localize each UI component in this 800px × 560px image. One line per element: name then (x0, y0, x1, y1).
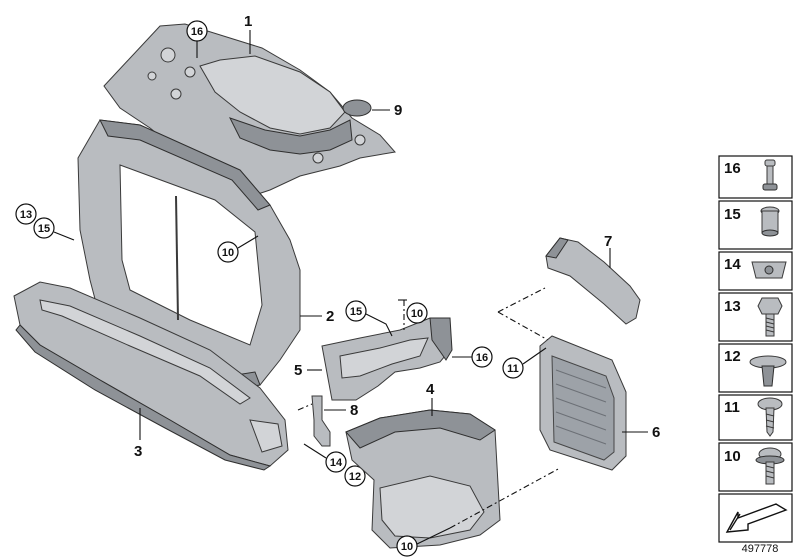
figure-number: 497778 (742, 543, 779, 555)
svg-text:15: 15 (724, 206, 741, 223)
legend-item-11: 11 (718, 394, 793, 441)
circled-callout-16-mid: 16 (452, 346, 493, 368)
rivet-icon (762, 159, 778, 191)
callout-3: 3 (134, 443, 142, 460)
hex-bolt-icon (757, 297, 783, 337)
svg-text:13: 13 (724, 298, 741, 315)
svg-text:10: 10 (411, 308, 423, 320)
part-1-cover-panel: 1 16 (103, 13, 396, 197)
callout-4: 4 (426, 381, 435, 398)
circled-callout-15-left: 15 (33, 217, 75, 241)
svg-text:16: 16 (191, 26, 203, 38)
fastener-legend: 16 15 14 (718, 155, 793, 543)
svg-text:14: 14 (724, 256, 741, 273)
circled-callout-15-mid: 15 (345, 300, 393, 337)
svg-text:12: 12 (724, 348, 741, 365)
part-7-bracket: 7 (497, 233, 641, 341)
circled-callout-13: 13 (15, 203, 37, 225)
direction-arrow-icon (725, 503, 788, 533)
callout-6: 6 (652, 424, 660, 441)
svg-text:12: 12 (349, 471, 361, 483)
legend-item-12: 12 (718, 343, 793, 393)
callout-1: 1 (244, 13, 252, 30)
part-9-plug: 9 (342, 99, 402, 119)
circled-callout-10-mid: 10 (398, 299, 428, 330)
svg-text:10: 10 (401, 541, 413, 553)
callout-9: 9 (394, 102, 402, 119)
part-3-lower-air-duct: 3 (13, 281, 289, 471)
expanding-rivet-icon (749, 355, 787, 387)
legend-item-16: 16 (718, 155, 793, 199)
part-8-bracket: 8 (297, 395, 358, 447)
circled-callout-14: 14 (303, 443, 347, 473)
svg-text:16: 16 (724, 160, 741, 177)
part-4-lower-right-duct: 4 (345, 381, 501, 549)
legend-item-14: 14 (718, 251, 793, 291)
torx-screw-icon (757, 397, 783, 437)
circled-callout-11: 11 (502, 347, 547, 379)
circled-callout-16-top: 16 (186, 20, 208, 58)
circled-callout-12: 12 (344, 465, 366, 487)
svg-text:15: 15 (350, 306, 362, 318)
svg-text:10: 10 (724, 448, 741, 465)
orientation-arrow-box (718, 493, 793, 543)
svg-text:11: 11 (507, 363, 519, 375)
part-5-side-air-duct: 5 15 10 16 (294, 299, 493, 401)
svg-text:16: 16 (476, 352, 488, 364)
svg-text:11: 11 (724, 399, 740, 416)
callout-2: 2 (326, 308, 334, 325)
spring-nut-icon (751, 261, 787, 279)
legend-item-15: 15 (718, 200, 793, 250)
legend-item-13: 13 (718, 292, 793, 342)
part-6-cooler-unit: 6 11 (502, 335, 660, 471)
circled-callout-10-bottom: 10 (396, 467, 561, 557)
callout-5: 5 (294, 362, 302, 379)
legend-item-10: 10 (718, 442, 793, 492)
blind-rivet-nut-icon (760, 206, 780, 237)
svg-text:14: 14 (330, 457, 343, 469)
svg-text:15: 15 (38, 223, 50, 235)
svg-text:13: 13 (20, 209, 32, 221)
svg-text:10: 10 (222, 247, 234, 259)
callout-8: 8 (350, 402, 358, 419)
callout-7: 7 (604, 233, 612, 250)
torx-bolt-washer-icon (755, 447, 785, 485)
circled-callout-10-frame: 10 (217, 235, 259, 263)
